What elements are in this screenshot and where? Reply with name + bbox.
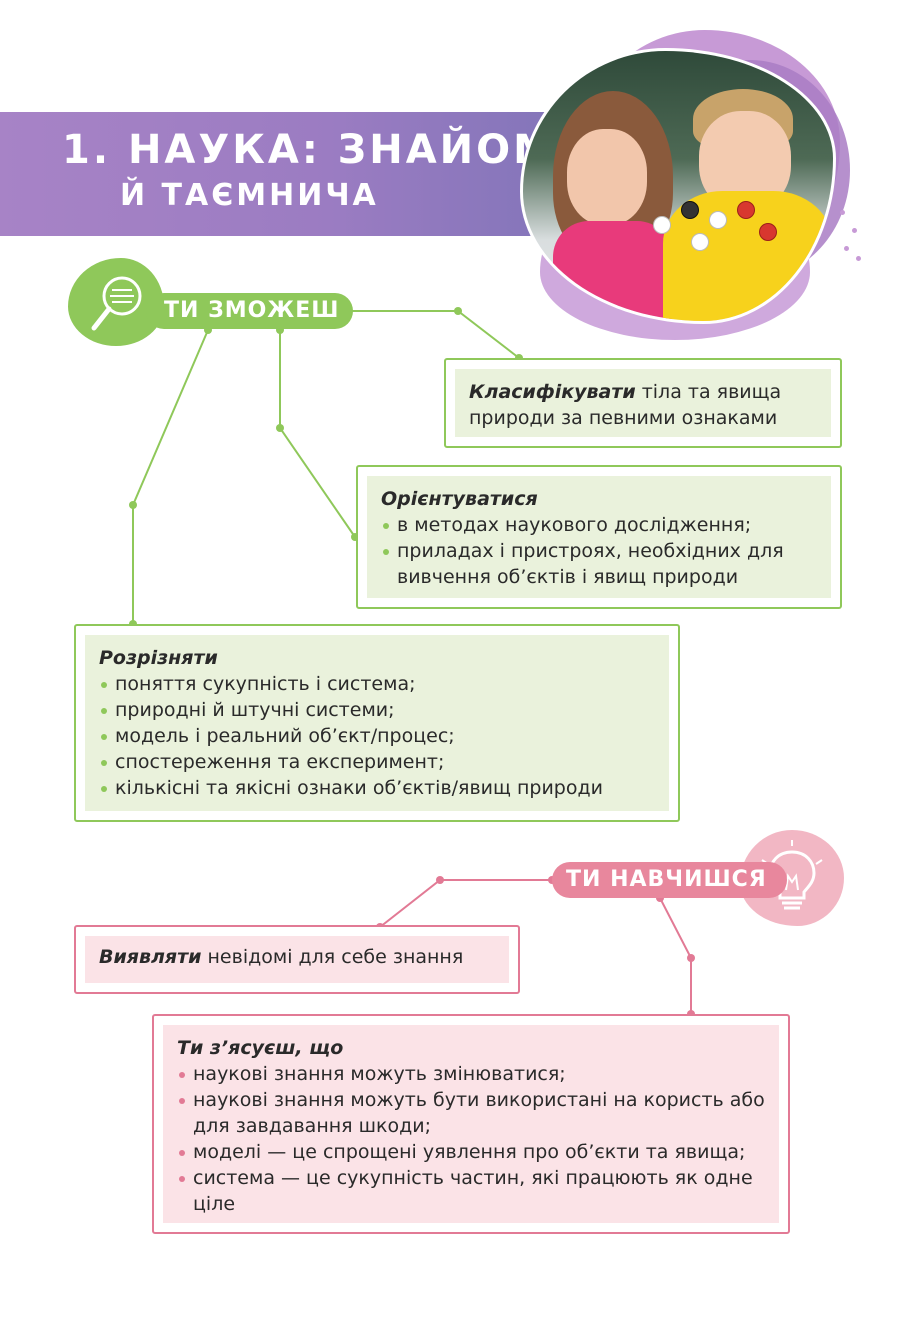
list-item: модель і реальний об’єкт/процес;	[99, 723, 655, 749]
classify-box: Класифікувати тіла та явища природи за п…	[444, 358, 842, 448]
page-title: 1. Наука: знайома й таємнича	[62, 124, 590, 216]
findout-list: наукові знання можуть змінюватися; науко…	[177, 1061, 765, 1217]
discover-rest: невідомі для себе знання	[201, 946, 464, 968]
orient-lead: Орієнтуватися	[381, 488, 538, 510]
discover-box: Виявляти невідомі для себе знання	[74, 925, 520, 994]
title-line-2: й таємнича	[120, 178, 379, 213]
children-with-molecule-photo	[520, 48, 836, 324]
list-item: в методах наукового дослідження;	[381, 512, 817, 538]
distinguish-list: поняття сукупність і система; природні й…	[99, 671, 655, 801]
list-item: природні й штучні системи;	[99, 697, 655, 723]
title-line-1: 1. Наука: знайома	[62, 127, 590, 173]
learn-badge: ти навчишся	[552, 862, 787, 898]
list-item: кількісні та якісні ознаки об’єктів/явищ…	[99, 775, 655, 801]
findout-lead: Ти з’ясуєш, що	[177, 1037, 344, 1059]
header-photo-group	[500, 20, 880, 340]
orient-box: Орієнтуватися в методах наукового дослід…	[356, 465, 842, 609]
list-item: приладах і пристроях, необхідних для вив…	[381, 538, 817, 590]
discover-text: Виявляти невідомі для себе знання	[99, 944, 495, 970]
list-item: моделі — це спрощені уявлення про об’єкт…	[177, 1139, 765, 1165]
classify-text: Класифікувати тіла та явища природи за п…	[469, 379, 817, 431]
classify-rest: тіла та явища природи за певними ознакам…	[469, 381, 782, 429]
magnifier-icon	[91, 276, 142, 331]
list-item: система — це сукупність частин, які прац…	[177, 1165, 765, 1217]
discover-lead: Виявляти	[99, 946, 202, 968]
findout-box: Ти з’ясуєш, що наукові знання можуть змі…	[152, 1014, 790, 1234]
orient-list: в методах наукового дослідження; прилада…	[381, 512, 817, 590]
title-banner	[0, 112, 600, 236]
can-badge: ти зможеш	[146, 293, 354, 329]
classify-lead: Класифікувати	[469, 381, 636, 403]
list-item: наукові знання можуть бути використані н…	[177, 1087, 765, 1139]
distinguish-box: Розрізняти поняття сукупність і система;…	[74, 624, 680, 822]
list-item: спостереження та експеримент;	[99, 749, 655, 775]
list-item: поняття сукупність і система;	[99, 671, 655, 697]
distinguish-lead: Розрізняти	[99, 647, 218, 669]
list-item: наукові знання можуть змінюватися;	[177, 1061, 765, 1087]
